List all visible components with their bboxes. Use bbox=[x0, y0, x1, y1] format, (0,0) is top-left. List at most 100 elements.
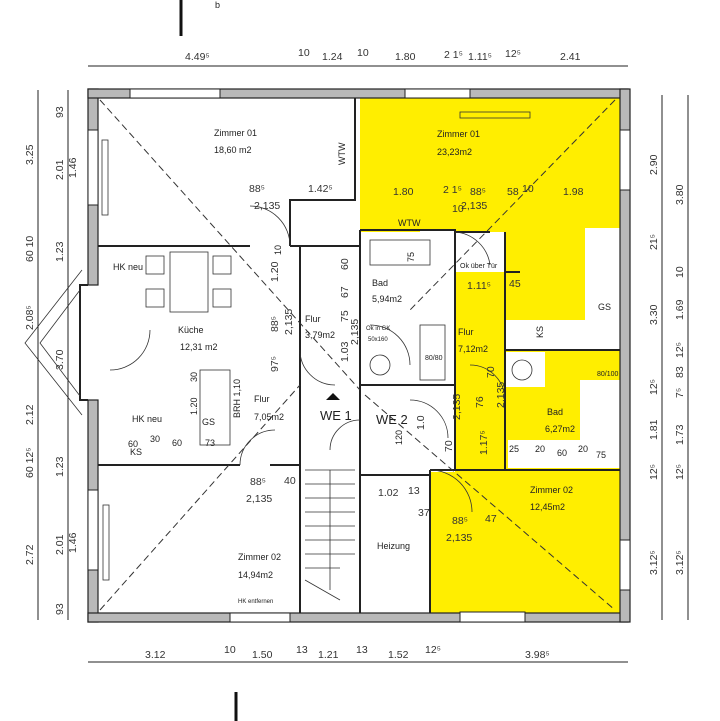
furniture bbox=[101, 111, 533, 581]
plan-label: 2.72 bbox=[24, 544, 36, 565]
plan-label: 88⁵ bbox=[452, 515, 468, 527]
plan-label: 6,27m2 bbox=[545, 424, 575, 434]
plan-label: 10 bbox=[273, 245, 283, 255]
dims-right: 2.90 21⁵ 3.30 12⁵ 1.81 12⁵ 3.12⁵ 3.80 10… bbox=[648, 154, 686, 575]
plan-label: 1.20 bbox=[189, 397, 199, 415]
plan-label: 60 bbox=[339, 258, 351, 270]
plan-label: 2,135 bbox=[349, 319, 361, 345]
plan-label: 60 10 bbox=[24, 236, 36, 262]
plan-label: 60 12⁵ bbox=[24, 447, 36, 478]
plan-label: 14,94m2 bbox=[238, 570, 273, 580]
plan-label: 7⁵ bbox=[674, 388, 686, 398]
plan-label: 1.23 bbox=[54, 456, 66, 477]
plan-label: 75 bbox=[596, 450, 606, 460]
plan-label: 3.80 bbox=[674, 184, 686, 205]
room-area-zimmer01-we2: 23,23m2 bbox=[437, 147, 472, 157]
plan-label: 97⁵ bbox=[269, 356, 281, 372]
plan-label: 3.25 bbox=[24, 144, 36, 165]
we2-highlight bbox=[360, 98, 622, 614]
plan-label: 1.02 bbox=[378, 487, 399, 499]
plan-label: 3.12⁵ bbox=[674, 550, 686, 575]
plan-label: Flur bbox=[254, 394, 270, 404]
door-swings bbox=[109, 205, 506, 513]
plan-label: 88⁵ bbox=[269, 316, 281, 332]
plan-label: 1.03 bbox=[339, 341, 351, 362]
plan-label: 10 bbox=[357, 47, 369, 59]
section-marker-label: b bbox=[215, 0, 220, 10]
plan-label: Bad bbox=[372, 278, 388, 288]
plan-label: 13 bbox=[356, 644, 368, 656]
bay-window bbox=[24, 269, 88, 416]
plan-label: 1.20 bbox=[269, 261, 281, 282]
plan-label: WTW bbox=[337, 142, 347, 165]
dims-bottom: 3.12 10 1.50 13 1.21 13 1.52 12⁵ 3.98⁵ bbox=[145, 644, 550, 661]
plan-label: BRH 1,10 bbox=[232, 379, 242, 418]
plan-label: 75 bbox=[406, 252, 416, 262]
plan-label: 2.90 bbox=[648, 154, 660, 175]
plan-label: 5,94m2 bbox=[372, 294, 402, 304]
plan-label: 12⁵ bbox=[674, 342, 686, 358]
stair-arrow-icon bbox=[326, 393, 340, 400]
plan-label: 93 bbox=[54, 106, 66, 118]
plan-label: 60 bbox=[172, 438, 182, 448]
plan-label: 2,135 bbox=[451, 394, 463, 420]
staircase bbox=[304, 393, 355, 601]
dims-top: 4.49⁵ 10 1.24 10 1.80 2 1⁵ 1.11⁵ 12⁵ 2.4… bbox=[185, 47, 581, 63]
dims-left: 3.25 60 10 2.08⁵ 2.12 60 12⁵ 2.72 93 2.0… bbox=[24, 106, 79, 615]
plan-label: 37 bbox=[418, 507, 430, 519]
plan-label: 1.17⁵ bbox=[478, 430, 490, 455]
plan-label: 60 bbox=[128, 439, 138, 449]
room-diagonals bbox=[99, 99, 616, 611]
plan-label: 30 bbox=[150, 434, 160, 444]
plan-label: 88⁵ bbox=[250, 476, 266, 488]
plan-label: 70 bbox=[443, 440, 455, 452]
room-name-zimmer01-we1: Zimmer 01 bbox=[214, 128, 257, 138]
plan-label: 67 bbox=[339, 286, 351, 298]
plan-label: KS bbox=[535, 326, 545, 338]
plan-label: 30 bbox=[189, 372, 199, 382]
plan-label: 2,135 bbox=[254, 200, 280, 212]
plan-label: 10 bbox=[674, 266, 686, 278]
room-name-kueche: Küche bbox=[178, 325, 204, 335]
plan-label: 10 bbox=[298, 47, 310, 59]
dimension-lines bbox=[37, 65, 689, 663]
plan-label: 76 bbox=[474, 396, 486, 408]
plan-label: 2,135 bbox=[246, 493, 272, 505]
plan-label: 1.52 bbox=[388, 649, 409, 661]
plan-label: 2,135 bbox=[495, 382, 507, 408]
plan-label: 75 bbox=[339, 310, 351, 322]
plan-label: Bad bbox=[547, 407, 563, 417]
unit-label-we2: WE 2 bbox=[376, 412, 408, 427]
plan-label: 2.01 bbox=[54, 159, 66, 180]
plan-label: 4.49⁵ bbox=[185, 51, 210, 63]
plan-label: 1.80 bbox=[393, 186, 414, 198]
room-area-kueche: 12,31 m2 bbox=[180, 342, 218, 352]
plan-label: 120 bbox=[394, 430, 404, 445]
plan-label: 2.01 bbox=[54, 534, 66, 555]
plan-label: 12⁵ bbox=[674, 464, 686, 480]
plan-label: 70 bbox=[485, 366, 497, 378]
plan-label: 83 bbox=[674, 366, 686, 378]
plan-label: 3.98⁵ bbox=[525, 649, 550, 661]
plan-label: 2 1⁵ bbox=[443, 184, 462, 196]
plan-label: 2,135 bbox=[461, 200, 487, 212]
plan-label: 93 bbox=[54, 603, 66, 615]
plan-label: 10 bbox=[224, 644, 236, 656]
plan-label: Zimmer 02 bbox=[238, 552, 281, 562]
plan-label: 12⁵ bbox=[648, 464, 660, 480]
plan-label: 73 bbox=[205, 438, 215, 448]
plan-label: 7,05m2 bbox=[254, 412, 284, 422]
outer-walls bbox=[87, 88, 631, 623]
plan-label: Ok in GK bbox=[366, 326, 390, 332]
plan-label: 2.41 bbox=[560, 51, 581, 63]
unit-label-we1: WE 1 bbox=[320, 408, 352, 423]
plan-label: 40 bbox=[284, 475, 296, 487]
room-name-zimmer01-we2: Zimmer 01 bbox=[437, 129, 480, 139]
plan-label: 1.69 bbox=[674, 299, 686, 320]
plan-label: 12⁵ bbox=[505, 48, 521, 60]
plan-label: 1.42⁵ bbox=[308, 183, 333, 195]
plan-label: 12,45m2 bbox=[530, 502, 565, 512]
plan-label: 47 bbox=[485, 513, 497, 525]
plan-label: 50x160 bbox=[368, 337, 388, 343]
plan-label: 1.81 bbox=[648, 419, 660, 440]
